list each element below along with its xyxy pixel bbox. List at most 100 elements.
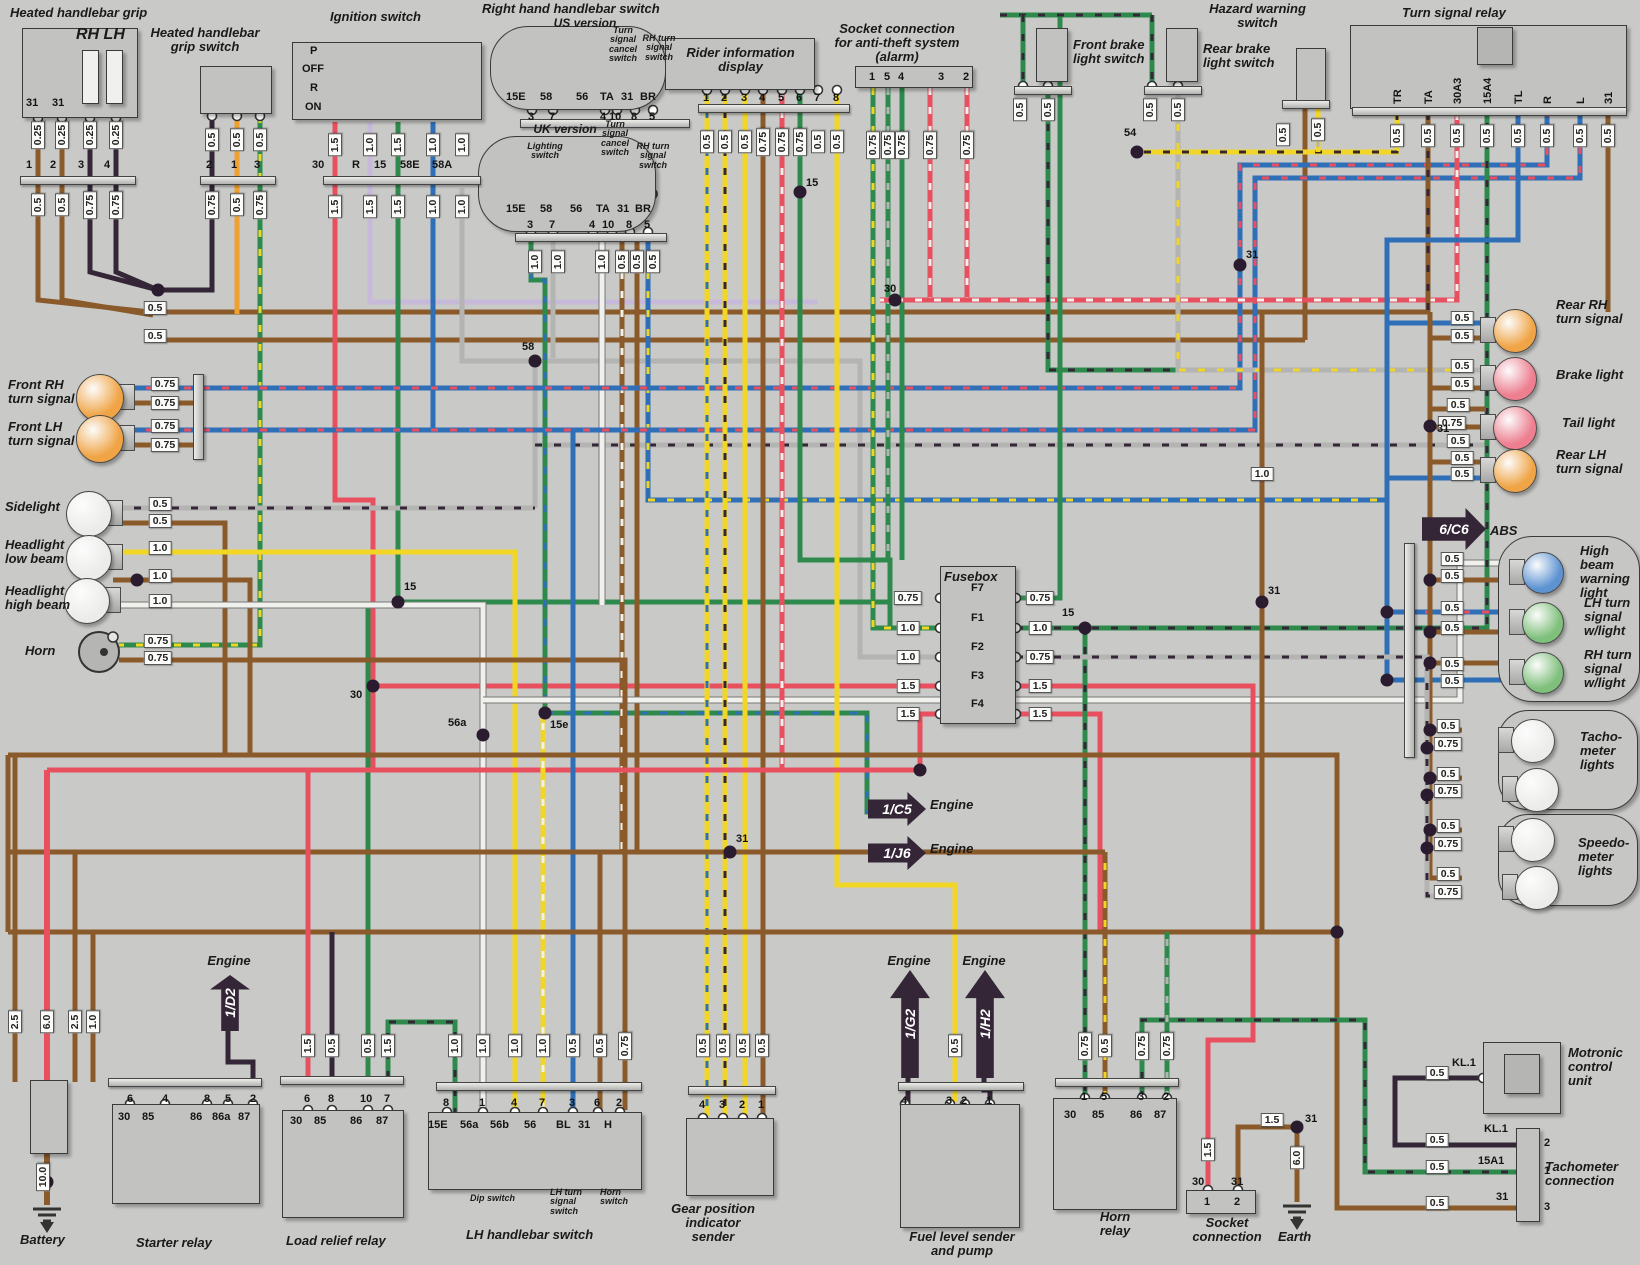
tachometer-connection-body [1516,1128,1540,1222]
label: 3 [1544,1201,1551,1213]
label: 3 [938,71,945,83]
wire-gauge-badge: 0.5 [1143,98,1157,122]
label: 10 [609,111,622,123]
label: KL.1 [1484,1123,1508,1135]
wire-gauge-badge: 0.5 [1440,621,1464,635]
wire-gauge-badge: 0.75 [895,130,909,160]
wire-gauge-badge: 0.5 [1013,98,1027,122]
label: 2 [250,1093,257,1105]
label: 4 [511,1097,518,1109]
wire-gauge-badge: 0.5 [1446,398,1470,412]
label: 5 [649,111,656,123]
label: 31 [578,1119,591,1131]
wire-gauge-badge: 0.75 [881,130,895,160]
label: Turn signal relay [1402,5,1506,20]
connector-bus [1352,107,1627,116]
wire-gauge-badge: 1.0 [551,250,565,274]
wire-gauge-badge: 0.5 [811,130,825,154]
wire-gauge-badge: 0.5 [830,130,844,154]
connector-bus [436,1082,642,1091]
label: TR [1392,89,1404,104]
wire-gauge-badge: 0.5 [1450,467,1474,481]
wire-gauge-badge: 0.75 [150,419,180,433]
wire-gauge-badge: 0.5 [325,1034,339,1058]
wire-gauge-badge: 0.75 [866,130,880,160]
wire-gauge-badge: 0.5 [1450,359,1474,373]
label: 15 [374,159,387,171]
label: 87 [376,1115,389,1127]
abs-connector-6c6-label: 6/C6 [1439,521,1469,537]
rear-brake-switch-body [1166,28,1198,82]
label: 2 [1234,1196,1241,1208]
label: 31 [1496,1191,1509,1203]
wire-gauge-badge: 1.0 [86,1010,100,1034]
gear-position-sender-body [686,1118,774,1196]
label: 30A3 [1452,77,1464,104]
label: 58E [400,159,420,171]
label: 1 [1544,1165,1551,1177]
wire-gauge-badge: 1.5 [301,1034,315,1058]
label: ON [305,101,322,113]
label: RH turn signal switch [642,33,676,62]
connector-bus [193,374,204,460]
label: 31 [1437,423,1450,435]
label: 1 [986,1095,993,1107]
engine-connector-1g2: 1/G2 [890,970,930,1078]
wire-gauge-badge: 0.5 [1446,434,1470,448]
wire-gauge-badge: 0.25 [55,120,69,150]
label: 15e [550,719,569,731]
label: H [604,1119,612,1131]
label: 15 [404,581,417,593]
wire-gauge-badge: 0.75 [143,651,173,665]
label: 10 [602,219,615,231]
label: 56a [460,1119,479,1131]
label: 4 [699,1099,706,1111]
label: 30 [118,1111,131,1123]
label: 2 [721,92,728,104]
label: R [352,159,360,171]
label: Engine [930,797,974,812]
wire-gauge-badge: 1.0 [508,1034,522,1058]
label: LH turn signal w/light [1584,595,1631,639]
wire-gauge-badge: 0.5 [1511,124,1525,148]
wire-gauge-badge: 0.5 [700,130,714,154]
label: BL [556,1119,571,1131]
label: Turn signal cancel switch [608,25,638,64]
wire-gauge-badge: 0.75 [1135,1031,1149,1061]
wire-gauge-badge: 0.75 [793,127,807,157]
label: 30 [1064,1109,1077,1121]
label: Tachometer connection [1545,1159,1619,1189]
label: Ignition switch [330,9,421,24]
wire-gauge-badge: 1.5 [1028,679,1052,693]
label: 30 [290,1115,303,1127]
front-lh-turn-signal-bulb [76,415,124,463]
wire-gauge-badge: 0.75 [960,130,974,160]
label: 31 [1231,1176,1244,1188]
label: 8 [626,219,633,231]
label: Rider information display [686,45,795,75]
label: Front RH turn signal [8,377,75,407]
wire-gauge-badge: 0.75 [1433,784,1463,798]
label: 31 [52,97,65,109]
label: 2 [961,1095,968,1107]
label: 30 [884,283,897,295]
wire-gauge-badge: 1.0 [363,133,377,157]
label: 4 [898,71,905,83]
wire-gauge-badge: 0.5 [31,193,45,217]
label: 3 [527,219,534,231]
wire-gauge-badge: 0.5 [1390,124,1404,148]
connector-bus [108,1078,262,1087]
wire-gauge-badge: 0.5 [1425,1160,1449,1174]
engine-connector-1h2-label: 1/H2 [976,1009,993,1039]
wire-gauge-badge: 0.75 [150,438,180,452]
connector-bus [515,233,667,242]
wire-gauge-badge: 0.75 [83,190,97,220]
label: 3 [946,1095,953,1107]
connector-bus [20,176,136,185]
label: Rear brake light switch [1203,41,1275,71]
label: RH turn signal w/light [1584,647,1632,691]
label: 2 [1163,1091,1170,1103]
label: 6 [127,1093,134,1105]
